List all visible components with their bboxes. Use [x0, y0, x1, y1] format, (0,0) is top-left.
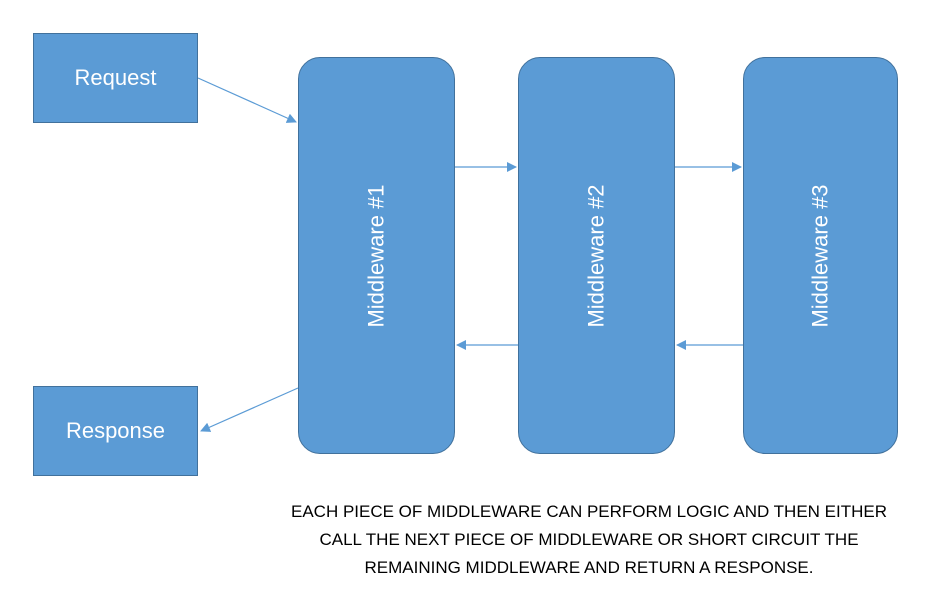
arrow-mw1-to-response	[200, 387, 299, 432]
request-box: Request	[33, 33, 198, 123]
caption-line-3: REMAINING MIDDLEWARE AND RETURN A RESPON…	[364, 558, 814, 577]
middleware-1-box: Middleware #1	[298, 57, 455, 454]
caption-line-2: CALL THE NEXT PIECE OF MIDDLEWARE OR SHO…	[319, 530, 859, 549]
middleware-1-label: Middleware #1	[363, 183, 389, 328]
caption: EACH PIECE OF MIDDLEWARE CAN PERFORM LOG…	[240, 498, 937, 582]
arrow-request-to-mw1	[197, 77, 297, 123]
middleware-2-box: Middleware #2	[518, 57, 675, 454]
response-label: Response	[65, 418, 166, 443]
middleware-2-label: Middleware #2	[583, 183, 609, 328]
request-label: Request	[74, 65, 157, 90]
caption-line-1: EACH PIECE OF MIDDLEWARE CAN PERFORM LOG…	[290, 502, 888, 521]
middleware-3-box: Middleware #3	[743, 57, 898, 454]
middleware-3-label: Middleware #3	[807, 183, 833, 328]
response-box: Response	[33, 386, 198, 476]
